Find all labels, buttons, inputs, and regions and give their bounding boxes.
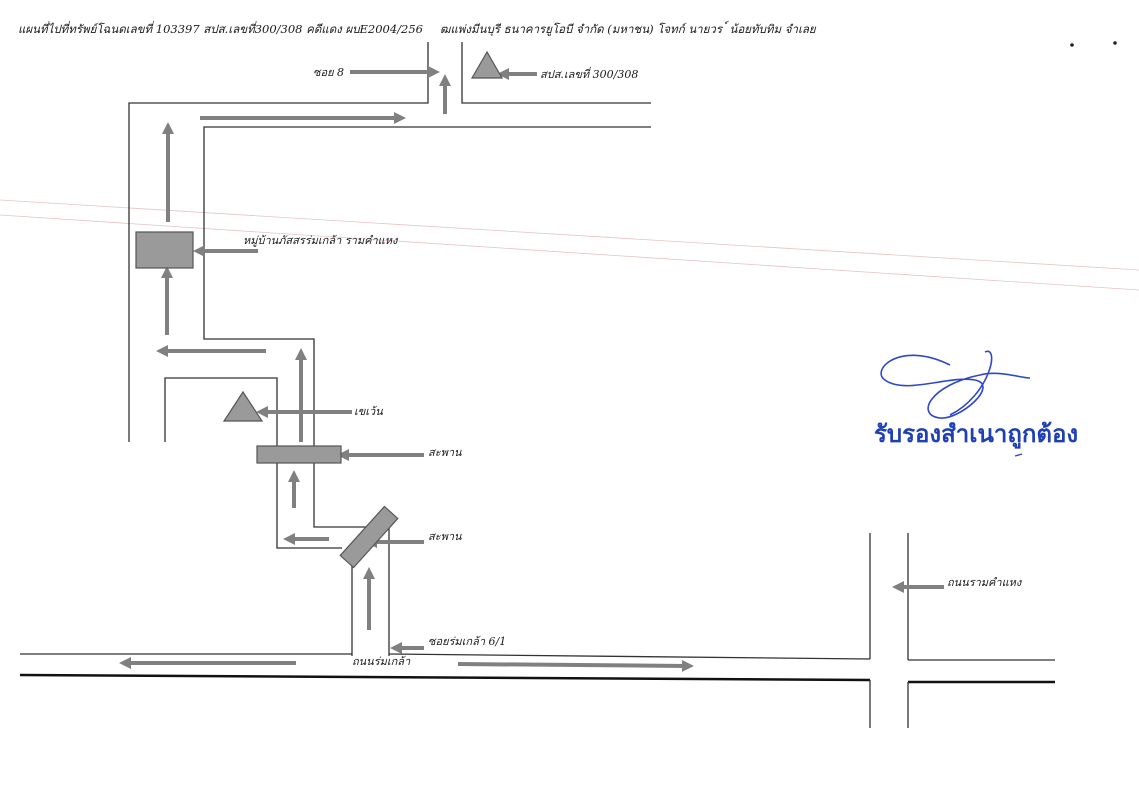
road-upper-inner bbox=[203, 126, 651, 528]
uturn-marker-triangle bbox=[222, 390, 264, 422]
property-marker-triangle bbox=[470, 50, 504, 79]
bridge1-marker bbox=[256, 445, 342, 464]
label-village: หมู่บ้านภัสสรร่มเกล้า รามคำแหง bbox=[243, 234, 399, 247]
signature-scribble bbox=[880, 350, 1031, 419]
label-soi-romklao: ซอยร่มเกล้า 6/1 bbox=[428, 635, 506, 648]
certification-stamp: รับรองสำเนาถูกต้อง bbox=[874, 350, 1078, 457]
stamp-tick bbox=[1014, 453, 1023, 457]
scan-dot bbox=[1070, 43, 1074, 47]
label-property: สปส.เลขที่ 300/308 bbox=[540, 66, 638, 81]
stamp-text: รับรองสำเนาถูกต้อง bbox=[874, 420, 1078, 449]
label-romklao-road: ถนนร่มเกล้า bbox=[352, 655, 411, 668]
scan-line bbox=[0, 199, 1139, 271]
label-bridge1: สะพาน bbox=[428, 446, 462, 459]
header-title-right: ฒแพ่งมีนบุรี ธนาคารยูโอบี จำกัด (มหาชน) … bbox=[440, 20, 817, 36]
bridge2-marker bbox=[339, 505, 399, 569]
label-uturn: เขเว้น bbox=[354, 405, 383, 418]
road-soi8-right bbox=[461, 42, 651, 104]
road-romklao-top bbox=[20, 653, 871, 660]
map-markers bbox=[135, 50, 504, 569]
scan-line bbox=[0, 214, 1139, 291]
road-village-loop bbox=[164, 377, 342, 549]
label-soi8: ซอย 8 bbox=[313, 66, 344, 79]
label-ram-road: ถนนรามคำแหง bbox=[947, 576, 1023, 589]
header-title-left: แผนที่ไปที่ทรัพย์โฉนดเลขที่ 103397 สปส.เ… bbox=[18, 21, 423, 36]
arrow-romklao-right bbox=[457, 659, 694, 672]
scan-dot bbox=[1113, 41, 1117, 45]
route-arrows bbox=[119, 66, 944, 672]
map-labels: ซอย 8 สปส.เลขที่ 300/308 หมู่บ้านภัสสรร่… bbox=[243, 66, 1023, 668]
label-bridge2: สะพาน bbox=[428, 530, 462, 543]
village-marker-box bbox=[135, 231, 194, 269]
road-romklao-bottom bbox=[19, 673, 871, 682]
